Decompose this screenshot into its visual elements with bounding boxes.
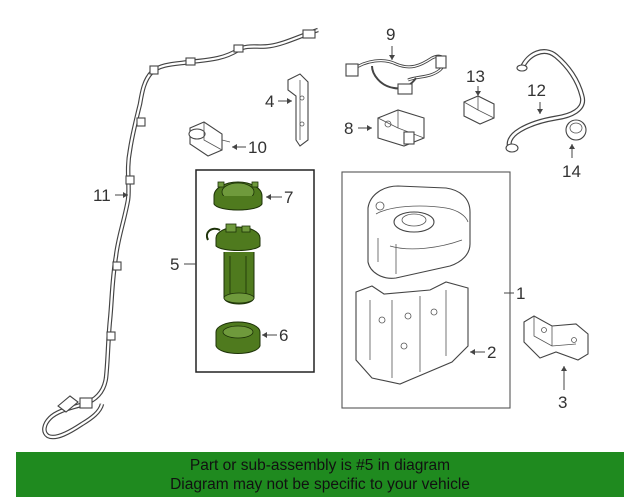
callout-9: 9 — [386, 25, 395, 44]
arrow-11 — [123, 192, 128, 198]
part-14-fuel-cap — [565, 119, 587, 141]
info-banner: Part or sub-assembly is #5 in diagram Di… — [16, 452, 624, 497]
part-9-wiring-harness — [345, 54, 447, 95]
part-8-valve — [377, 109, 425, 147]
callout-8: 8 — [344, 119, 353, 138]
part-7-lock-ring — [213, 181, 263, 211]
part-3-mounting-bracket — [523, 315, 589, 361]
callout-2: 2 — [487, 343, 496, 362]
callout-12: 12 — [527, 81, 546, 100]
part-10-filter — [188, 121, 231, 157]
callout-3: 3 — [558, 393, 567, 412]
callout-11: 11 — [93, 186, 111, 205]
part-5-fuel-pump-module — [206, 223, 261, 305]
tank-assembly-box — [341, 171, 511, 409]
assembly-5-box — [195, 169, 315, 373]
callout-6: 6 — [279, 326, 288, 345]
banner-line-2: Diagram may not be specific to your vehi… — [170, 476, 470, 493]
part-4-bracket — [287, 73, 309, 147]
callout-14: 14 — [562, 162, 581, 181]
part-13-module — [463, 95, 495, 125]
banner-line-1: Part or sub-assembly is #5 in diagram — [189, 457, 451, 474]
callout-4: 4 — [265, 92, 274, 111]
callout-5: 5 — [170, 255, 179, 274]
part-6-seal — [215, 321, 261, 354]
callout-10: 10 — [248, 138, 267, 157]
callout-1: 1 — [516, 284, 525, 303]
part-12-filler-pipe — [505, 49, 586, 153]
callout-7: 7 — [284, 188, 293, 207]
callout-13: 13 — [466, 67, 485, 86]
part-2-tank-shield — [355, 281, 469, 385]
part-11-hose — [42, 27, 319, 440]
part-1-fuel-tank — [367, 185, 471, 279]
